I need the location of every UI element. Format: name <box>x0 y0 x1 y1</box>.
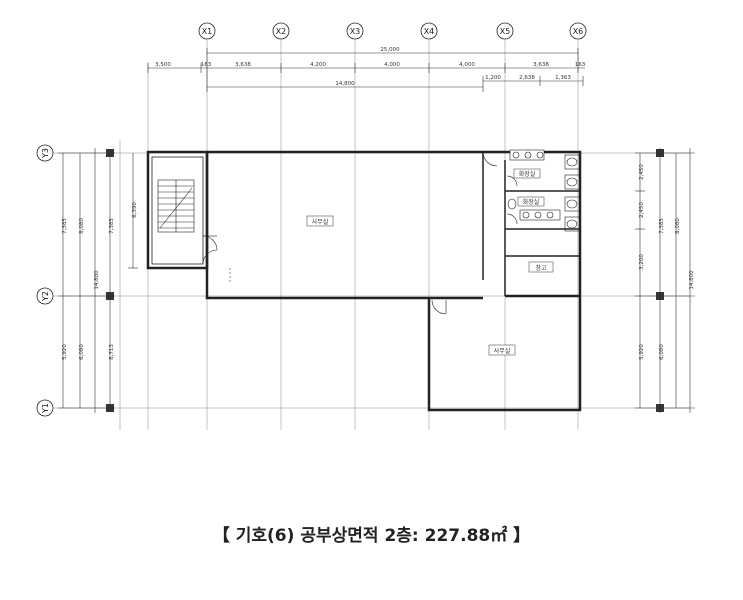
partition-walls <box>482 152 580 296</box>
grid-label-x4: X4 <box>424 27 435 36</box>
dim-left-b-1: 8,080 <box>79 218 85 234</box>
dim-left-c-1: 7,385 <box>109 218 115 234</box>
grid-label-x1: X1 <box>202 27 213 36</box>
dim-right-inner-3: 3,200 <box>639 254 645 270</box>
left-dimension-ticks <box>106 149 114 412</box>
room-label-storage: 창고 <box>535 264 547 272</box>
floor-plan: X1 X2 X3 X4 X5 X6 Y3 Y2 Y1 25,00 <box>36 22 695 430</box>
dim-left-a-2: 5,920 <box>62 344 68 360</box>
room-label-boxes <box>306 168 554 356</box>
dim-top-right-2: 2,638 <box>519 75 535 81</box>
dim-top-seg-6: 4,000 <box>459 62 475 68</box>
dim-right-a-1: 7,385 <box>659 218 665 234</box>
top-dimension-lines <box>147 48 585 92</box>
dim-top-total: 25,000 <box>380 47 400 53</box>
dim-top-seg-3: 3,638 <box>235 62 251 68</box>
room-label-office-main: 사무실 <box>312 218 329 226</box>
grid-label-x3: X3 <box>350 27 361 36</box>
dim-right-a-2: 6,080 <box>659 344 665 360</box>
dim-top-seg-4: 4,200 <box>310 62 326 68</box>
room-label-office-lower: 사무실 <box>494 347 511 355</box>
dim-left-b-2: 6,080 <box>79 344 85 360</box>
dim-left-c-2: 8,713 <box>109 344 115 360</box>
grid-label-y3: Y3 <box>41 148 50 159</box>
dim-top-seg-7: 3,638 <box>533 62 549 68</box>
right-dimension-ticks <box>656 149 664 412</box>
toilet-fixtures <box>507 149 581 232</box>
grid-label-x2: X2 <box>276 27 287 36</box>
dim-top-seg-5: 4,000 <box>384 62 400 68</box>
grid-bubbles <box>36 22 587 417</box>
stair-treads <box>157 179 195 233</box>
room-label-toilet-upper: 화장실 <box>519 170 536 178</box>
grid-label-y2: Y2 <box>41 291 50 302</box>
building-walls <box>205 150 582 412</box>
dim-top-seg-2: 163 <box>201 62 212 68</box>
left-dimension-lines <box>58 148 138 413</box>
grid-label-x6: X6 <box>573 27 584 36</box>
stair-door <box>202 235 218 265</box>
dim-right-inner-2: 2,450 <box>639 202 645 218</box>
dim-right-b-1: 8,080 <box>675 218 681 234</box>
grid-label-x5: X5 <box>500 27 511 36</box>
area-caption: 【 기호(6) 공부상면적 2층: 227.88㎡ 】 <box>212 526 531 546</box>
dim-top-right-3: 1,363 <box>555 75 571 81</box>
dim-right-inner-1: 2,450 <box>639 164 645 180</box>
dim-left-a-1: 7,385 <box>62 218 68 234</box>
dim-left-outer: 14,800 <box>94 270 100 290</box>
dim-top-mid: 14,800 <box>335 81 355 87</box>
dim-top-right-1: 1,200 <box>485 75 501 81</box>
dim-top-seg-1: 3,500 <box>155 62 171 68</box>
door-swings <box>431 151 518 315</box>
dim-stair-height: 6,390 <box>132 202 138 218</box>
grid-label-y1: Y1 <box>41 403 50 414</box>
dim-right-outer: 14,800 <box>689 270 695 290</box>
dim-top-seg-8: 163 <box>575 62 586 68</box>
room-label-toilet-lower: 화장실 <box>523 198 540 206</box>
dim-right-inner-4: 5,920 <box>639 344 645 360</box>
right-dimension-lines <box>635 148 695 413</box>
